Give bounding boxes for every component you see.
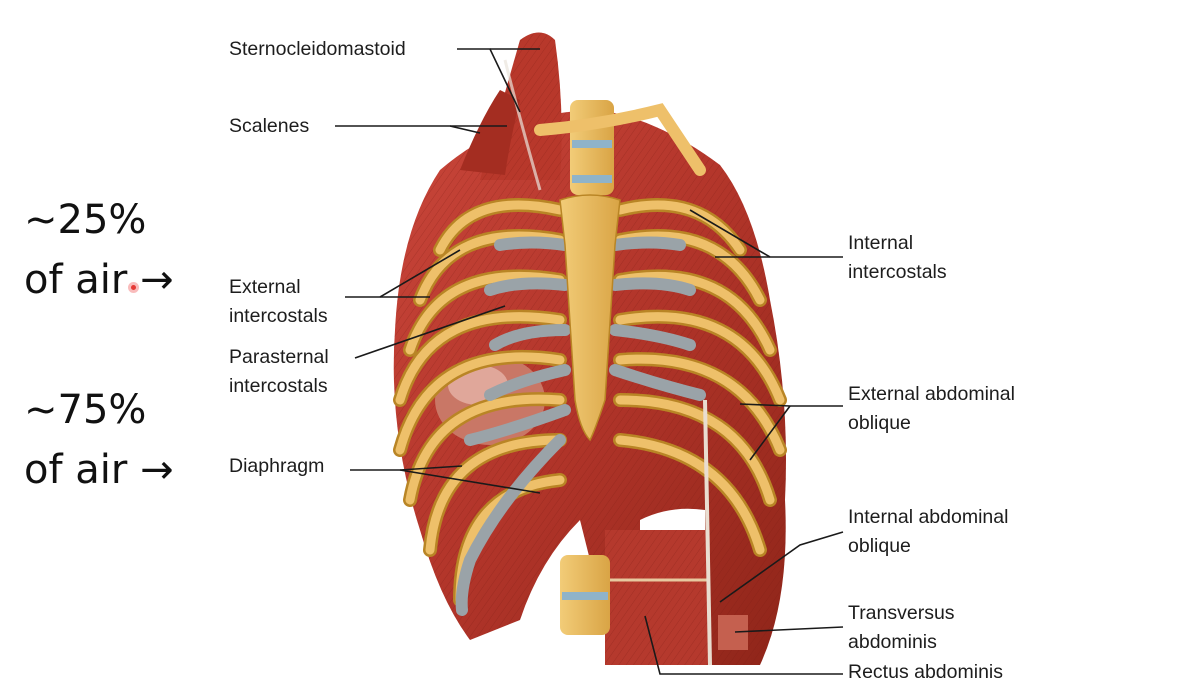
upper-percent: ~25% — [24, 197, 147, 243]
leader-lines — [335, 48, 844, 675]
label-transversus-abdominis-line1: Transversus — [848, 602, 955, 624]
label-external-abdominal-oblique-line2: oblique — [848, 412, 911, 434]
label-diaphragm: Diaphragm — [229, 455, 325, 477]
lower-air-label: of air → — [24, 450, 174, 490]
label-sternocleidomastoid: Sternocleidomastoid — [229, 38, 406, 60]
label-external-intercostals-line1: External — [229, 276, 301, 298]
label-internal-abdominal-oblique-line1: Internal abdominal — [848, 506, 1009, 528]
lower-arrow-icon: → — [140, 447, 174, 493]
upper-air-label: of air → — [24, 260, 174, 300]
label-internal-abdominal-oblique: Internal abdominal oblique — [848, 503, 1008, 561]
lower-air-text: of air — [24, 447, 128, 493]
label-external-intercostals: External intercostals — [229, 273, 328, 331]
transversus-patch — [718, 615, 748, 650]
label-internal-intercostals-line1: Internal — [848, 232, 914, 254]
neck-muscles — [460, 32, 562, 191]
label-parasternal-intercostals-line1: Parasternal — [229, 346, 329, 368]
label-scalenes: Scalenes — [229, 115, 310, 137]
sternum — [559, 194, 621, 442]
rectus-abdominis-muscle — [605, 530, 710, 665]
label-external-intercostals-line2: intercostals — [229, 305, 328, 327]
label-internal-abdominal-oblique-line2: oblique — [848, 535, 911, 557]
label-external-abdominal-oblique-line1: External abdominal — [848, 383, 1015, 405]
label-external-abdominal-oblique: External abdominal oblique — [848, 380, 1015, 438]
lower-percent: ~75% — [24, 387, 147, 433]
label-transversus-abdominis: Transversus abdominis — [848, 599, 955, 657]
upper-arrow-icon: → — [140, 257, 174, 303]
label-internal-intercostals: Internal intercostals — [848, 229, 947, 287]
label-internal-intercostals-line2: intercostals — [848, 261, 947, 283]
abdominal-gap — [640, 508, 705, 530]
aponeurosis-line — [703, 399, 712, 666]
upper-air-text: of air — [24, 257, 128, 303]
label-parasternal-intercostals-line2: intercostals — [229, 375, 328, 397]
ribs — [393, 103, 787, 616]
label-parasternal-intercostals: Parasternal intercostals — [229, 343, 329, 401]
label-rectus-abdominis: Rectus abdominis — [848, 661, 1003, 683]
label-transversus-abdominis-line2: abdominis — [848, 631, 937, 653]
cursor-dot — [128, 282, 139, 293]
